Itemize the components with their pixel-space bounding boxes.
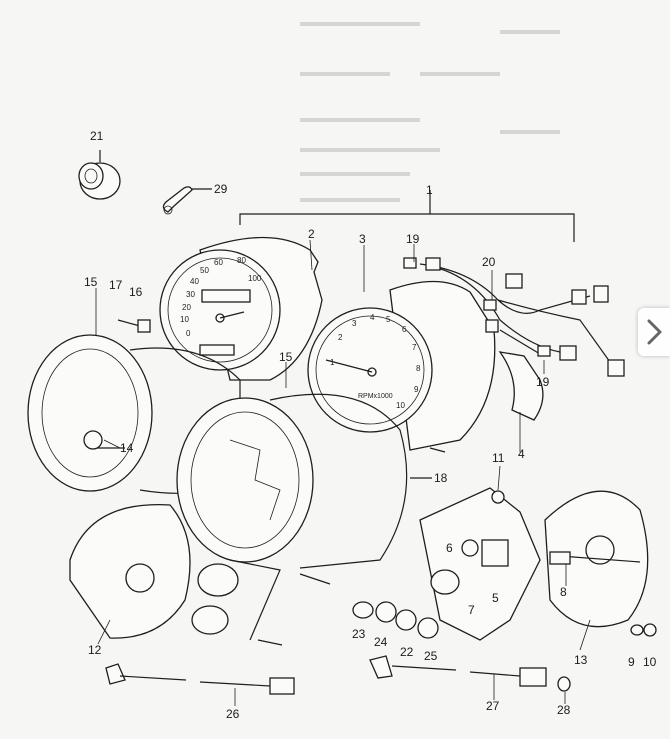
bulb-holder-part xyxy=(78,150,121,200)
leader-lines xyxy=(95,239,591,706)
tach-tick-10: 10 xyxy=(396,401,405,410)
speedo-tick-20: 20 xyxy=(182,303,191,312)
bulb-socket xyxy=(403,257,625,377)
speedo-tick-40: 40 xyxy=(190,277,199,286)
screw-part xyxy=(117,319,151,333)
callout-25: 25 xyxy=(424,649,438,663)
speedo-tick-80: 80 xyxy=(237,256,246,265)
callout-5: 5 xyxy=(492,591,499,605)
tach-unit-label: RPMx1000 xyxy=(358,393,393,400)
tach-tick-1: 1 xyxy=(330,358,335,367)
callout-18: 18 xyxy=(434,471,448,485)
tach-tick-7: 7 xyxy=(412,343,417,352)
tachometer-cable-part xyxy=(369,655,571,692)
callout-14: 14 xyxy=(120,441,134,455)
tach-tick-2: 2 xyxy=(338,333,343,342)
speedo-tick-10: 10 xyxy=(180,315,189,324)
callout-24: 24 xyxy=(374,635,388,649)
tach-tick-4: 4 xyxy=(370,313,375,322)
speedo-tick-0: 0 xyxy=(186,329,191,338)
callout-labels: 21 29 2 3 19 1 20 15 17 16 15 14 19 4 18… xyxy=(84,129,657,721)
speedo-tick-100: 100 xyxy=(248,274,262,283)
tach-tick-5: 5 xyxy=(386,315,391,324)
assembly-bracket xyxy=(239,190,575,242)
speedo-tick-30: 30 xyxy=(186,290,195,299)
mounting-bracket-part xyxy=(419,487,571,641)
speedo-tick-50: 50 xyxy=(200,266,209,275)
speedometer-cable-part xyxy=(105,663,295,695)
callout-27: 27 xyxy=(486,699,500,713)
callout-17: 17 xyxy=(109,278,123,292)
callout-11: 11 xyxy=(492,451,505,465)
callout-2: 2 xyxy=(308,227,315,241)
tach-tick-6: 6 xyxy=(402,325,407,334)
washer-set-part xyxy=(352,601,439,639)
back-plate-left-part xyxy=(69,503,191,639)
tachometer-gauge: 1 2 3 4 5 6 7 8 9 10 RPMx1000 xyxy=(307,280,496,453)
callout-22: 22 xyxy=(400,645,414,659)
callout-16: 16 xyxy=(129,285,143,299)
speedo-tick-60: 60 xyxy=(214,258,223,267)
chevron-right-icon xyxy=(647,319,662,345)
callout-10: 10 xyxy=(643,655,657,669)
callout-8: 8 xyxy=(560,585,567,599)
lamp-holder-part xyxy=(191,559,331,646)
callout-13: 13 xyxy=(574,653,588,667)
callout-6: 6 xyxy=(446,541,453,555)
callout-12: 12 xyxy=(88,643,102,657)
callout-21: 21 xyxy=(90,129,104,143)
callout-23: 23 xyxy=(352,627,366,641)
callout-19-top: 19 xyxy=(406,232,420,246)
back-plate-right-part xyxy=(544,490,649,628)
bolt-part xyxy=(630,623,657,637)
callout-15-left: 15 xyxy=(84,275,98,289)
bleed-through-text xyxy=(300,22,560,202)
callout-4: 4 xyxy=(518,447,525,461)
tach-tick-9: 9 xyxy=(414,385,419,394)
speedometer-gauge: 0 10 20 30 40 50 60 80 100 xyxy=(159,236,323,381)
callout-29: 29 xyxy=(214,182,228,196)
tach-tick-8: 8 xyxy=(416,364,421,373)
callout-19-bottom: 19 xyxy=(536,375,550,389)
clip-part xyxy=(162,186,212,215)
callout-7: 7 xyxy=(468,603,475,617)
callout-26: 26 xyxy=(226,707,240,721)
centre-bezel-part xyxy=(176,393,432,569)
callout-1: 1 xyxy=(426,183,433,197)
callout-3: 3 xyxy=(359,232,366,246)
next-page-button[interactable] xyxy=(638,308,670,356)
wiring-harness-part xyxy=(403,257,625,421)
callout-9: 9 xyxy=(628,655,635,669)
callout-20: 20 xyxy=(482,255,496,269)
callout-15-centre: 15 xyxy=(279,350,293,364)
callout-28: 28 xyxy=(557,703,571,717)
tach-tick-3: 3 xyxy=(352,319,357,328)
